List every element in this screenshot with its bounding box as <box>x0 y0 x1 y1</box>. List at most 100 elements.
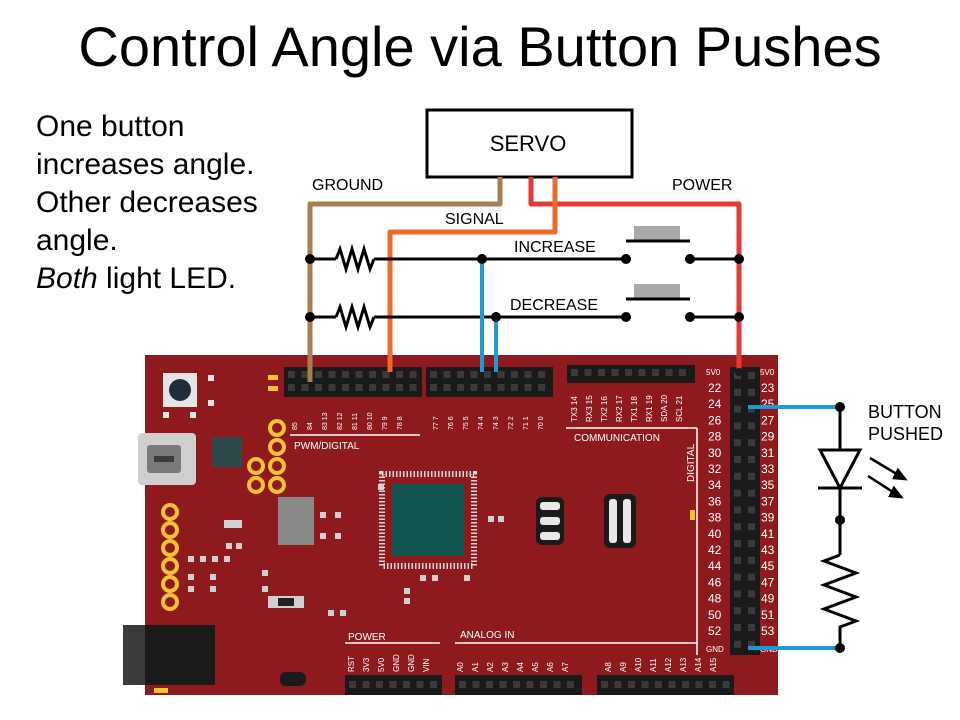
header-hole <box>369 384 376 391</box>
header-hole <box>665 369 673 376</box>
notes-text: One button increases angle. Other decrea… <box>36 108 258 298</box>
signal-wire <box>387 177 558 372</box>
note-line-rest: light LED. <box>97 262 237 295</box>
pwm-pin-label: 83 13 <box>322 412 329 430</box>
header-hole <box>748 439 755 447</box>
board-led <box>268 375 278 380</box>
header-hole <box>709 681 716 688</box>
digital-pin-number: 23 <box>761 381 775 395</box>
header-hole <box>748 388 755 396</box>
analog-pin-label: A11 <box>649 658 658 672</box>
header-hole <box>734 388 741 396</box>
header-hole <box>484 384 491 391</box>
header-hole <box>655 681 662 688</box>
header-hole <box>611 369 619 376</box>
header-hole <box>679 369 686 376</box>
header-hole <box>748 624 755 631</box>
button-pushed-label-1: BUTTON <box>868 402 942 422</box>
comm-pin-label: TX1 18 <box>630 396 639 422</box>
comm-pin-label: RX2 17 <box>615 395 624 422</box>
header-hole <box>748 573 755 581</box>
header-hole <box>328 371 336 378</box>
digital-pin-number: 24 <box>708 397 722 411</box>
header-hole <box>355 384 363 391</box>
ground-wire <box>307 177 503 382</box>
crystal <box>278 497 314 545</box>
header-hole <box>430 681 437 688</box>
header-hole <box>748 372 755 379</box>
header-hole <box>628 681 635 688</box>
pwm-pin-label: 74 3 <box>493 416 500 430</box>
analog-pin-label: A9 <box>619 662 628 672</box>
pwm-pin-label: 81 11 <box>352 413 359 430</box>
header-hole <box>638 369 646 376</box>
header-hole <box>369 371 376 378</box>
analog-pin-label: A8 <box>604 662 613 672</box>
header-hole <box>668 681 676 688</box>
digital-pin-number: 27 <box>761 413 775 427</box>
analog-pin-label: A2 <box>486 662 495 672</box>
header-hole <box>641 681 649 688</box>
analog-pin-label: A6 <box>546 662 555 672</box>
header-hole <box>301 371 309 378</box>
power-pin-label: 3V3 <box>362 657 371 672</box>
header-hole <box>584 369 592 376</box>
icsp-pads <box>161 419 286 611</box>
led-resistor <box>819 553 861 648</box>
header-hole <box>734 456 741 463</box>
digital-pin-number: 44 <box>708 559 722 573</box>
header-hole <box>748 590 755 598</box>
analog-pin-label: A4 <box>516 662 525 672</box>
comm-pin-label: TX3 14 <box>570 396 579 422</box>
header-hole <box>734 556 741 564</box>
pwm-pin-label: 72 2 <box>508 416 515 430</box>
header-hole <box>513 681 520 688</box>
header-hole <box>734 422 741 430</box>
note-line: Other decreases <box>36 186 258 219</box>
header-hole <box>362 681 370 688</box>
digital-pin-number: 52 <box>708 624 722 638</box>
header-hole <box>497 384 505 391</box>
smd-component <box>280 672 306 686</box>
digital-pin-number: 46 <box>708 575 722 589</box>
header-hole <box>748 540 755 547</box>
digital-pin-number: 49 <box>761 592 775 606</box>
digital-pin-number: 25 <box>761 397 775 411</box>
signal-label: SIGNAL <box>445 211 504 228</box>
digital-pin-number: 47 <box>761 575 775 589</box>
analog-in-label: ANALOG IN <box>460 630 514 641</box>
digital-pin-number: 35 <box>761 478 775 492</box>
pwm-pin-label: 82 12 <box>337 412 344 430</box>
header-hole <box>328 384 336 391</box>
header-hole <box>748 607 755 615</box>
header-hole <box>748 472 755 480</box>
header-hole <box>486 681 493 688</box>
comm-pin-label: SCL 21 <box>675 395 684 422</box>
header-hole <box>567 681 574 688</box>
header-hole <box>538 384 545 391</box>
pwm-digital-label: PWM/DIGITAL <box>294 441 360 452</box>
pwm-pin-label: 76 6 <box>448 416 455 430</box>
header-hole <box>524 371 532 378</box>
analog-pin-label: A14 <box>694 657 703 672</box>
label-5v0-left: 5V0 <box>706 368 721 377</box>
analog-pin-label: A15 <box>709 657 718 672</box>
label-5v0-right: 5V0 <box>760 368 775 377</box>
small-ic <box>212 437 242 467</box>
header-hole <box>382 384 390 391</box>
header-hole <box>349 681 356 688</box>
comm-pin-label: TX2 16 <box>600 396 609 422</box>
header-hole <box>470 384 478 391</box>
microcontroller-board: PWM/DIGITAL COMMUNICATION DIGITAL POWER … <box>123 355 778 695</box>
jumpers <box>536 494 636 548</box>
power-pin-label: GND <box>392 654 401 672</box>
note-line: increases angle. <box>36 148 255 181</box>
header-hole <box>540 681 547 688</box>
analog-pin-label: A10 <box>634 657 643 672</box>
comm-pin-label: RX3 15 <box>585 395 594 422</box>
header-hole <box>652 369 659 376</box>
